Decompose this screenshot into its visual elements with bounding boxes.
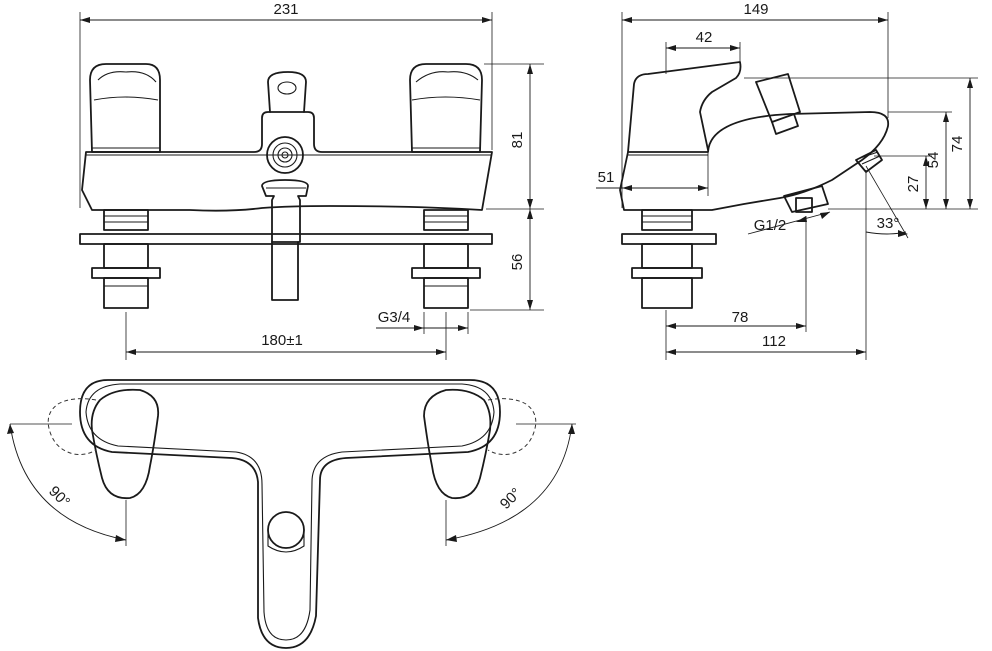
front-left-handle [89, 63, 161, 153]
side-body [619, 111, 890, 211]
side-leg [621, 209, 717, 309]
dim-front-height-top: 81 [509, 132, 526, 149]
front-right-handle [409, 63, 483, 153]
dim-rotation-left: 90° [45, 483, 73, 511]
front-aerator-icon [266, 136, 304, 174]
side-spout-nozzle [855, 149, 883, 173]
top-body [79, 379, 501, 649]
dim-side-width: 149 [743, 1, 768, 18]
dim-center-distance: 180±1 [261, 332, 303, 349]
dim-shower-thread: G1/2 [754, 217, 787, 234]
dim-lever-length: 42 [696, 29, 713, 46]
front-view [79, 63, 493, 309]
dim-height-54: 54 [925, 152, 942, 169]
top-view [47, 379, 537, 649]
side-diverter-knob [755, 73, 801, 135]
dim-front-width: 231 [273, 1, 298, 18]
top-left-lever-rotated [47, 398, 97, 455]
side-view [619, 61, 890, 309]
front-right-leg [411, 209, 481, 309]
top-right-lever [423, 388, 492, 500]
top-diverter-knob [267, 511, 305, 553]
dim-height-27: 27 [905, 176, 922, 193]
dim-side-depth: 51 [598, 169, 615, 186]
front-left-leg [91, 209, 161, 309]
side-lever [627, 61, 742, 153]
dim-front-height-bottom: 56 [509, 254, 526, 271]
top-left-lever [90, 388, 160, 500]
top-rotation-dimensions: 90° 90° [7, 423, 576, 546]
dim-projection-78: 78 [732, 309, 749, 326]
front-deck-plate [79, 233, 493, 245]
dim-rotation-right: 90° [497, 485, 525, 513]
front-dimensions: 231 81 56 180±1 G3/4 [79, 1, 544, 360]
side-shower-outlet [783, 185, 829, 213]
front-diverter-knob [267, 71, 307, 113]
dim-height-74: 74 [949, 136, 966, 153]
dim-spout-angle: 33° [877, 215, 900, 232]
dim-inlet-thread: G3/4 [378, 309, 411, 326]
front-shower-pipe [261, 179, 309, 301]
front-body [81, 111, 493, 212]
dim-projection-112: 112 [762, 333, 786, 350]
side-dimensions: 149 42 51 74 54 27 33° [596, 1, 978, 360]
top-right-lever-rotated [487, 398, 537, 455]
